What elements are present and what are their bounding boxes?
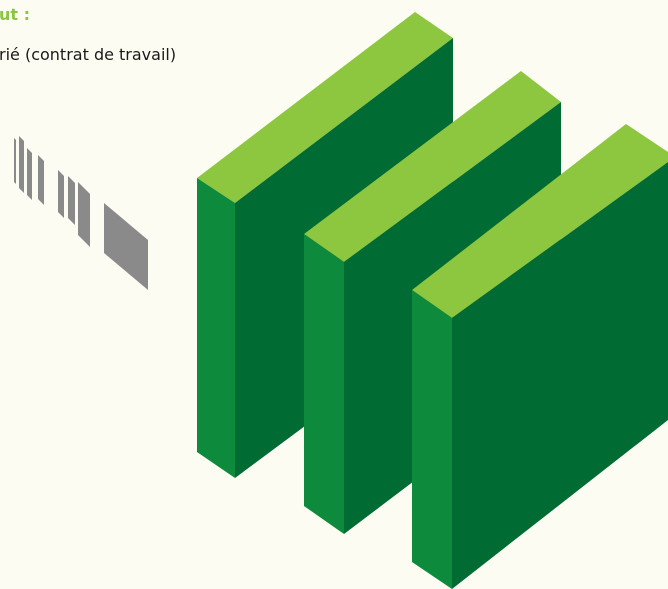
panel-front — [197, 178, 235, 478]
speed-line — [58, 170, 64, 218]
panel-front — [412, 290, 452, 589]
speed-line — [68, 176, 75, 225]
speed-lines-icon — [14, 136, 148, 290]
speed-line — [78, 182, 90, 247]
speed-line — [14, 138, 16, 184]
speed-line — [104, 203, 148, 290]
panel-front — [304, 234, 344, 534]
speed-line — [27, 148, 32, 200]
speed-line — [38, 155, 44, 205]
speed-line — [19, 136, 24, 193]
